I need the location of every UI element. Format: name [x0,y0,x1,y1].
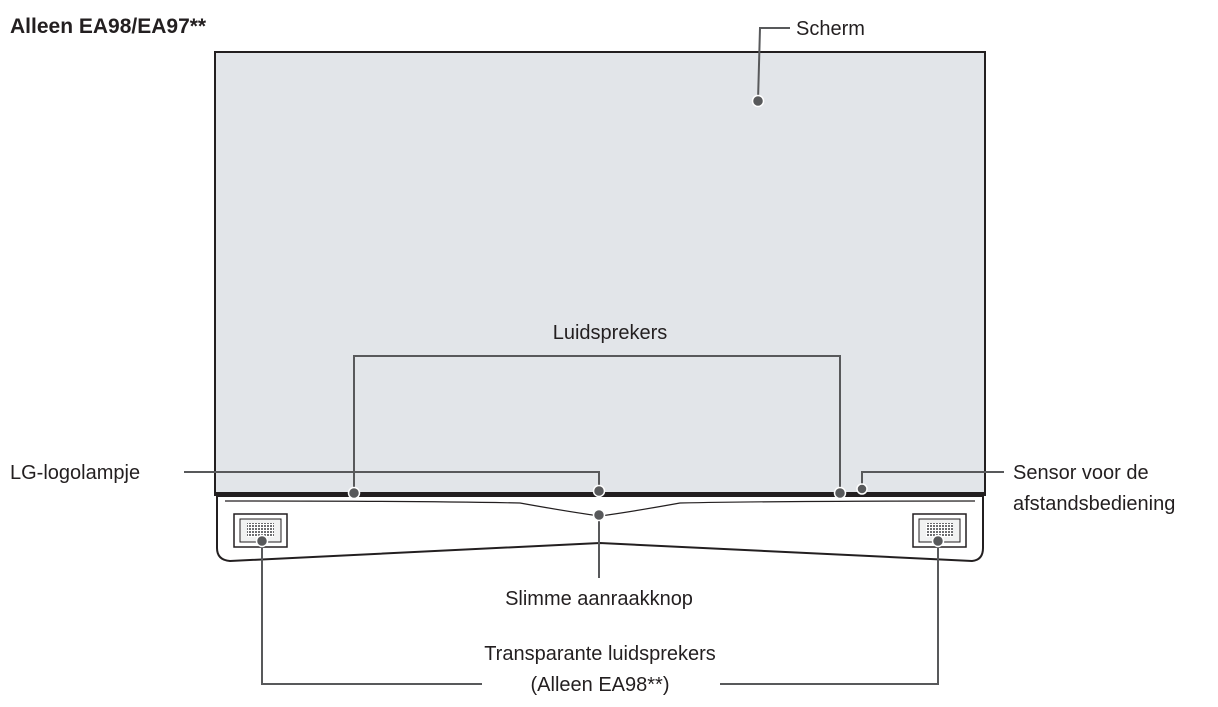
logo-light-callout: LG-logolampje [10,462,606,498]
transparent-speakers-callout: Transparante luidsprekers (Alleen EA98**… [255,534,945,696]
transparent-speakers-label-line1: Transparante luidsprekers [484,643,716,665]
logo-light-label: LG-logolampje [10,462,140,484]
remote-sensor-label-line2: afstandsbediening [1013,493,1175,515]
tv-illustration [214,51,986,563]
remote-sensor-callout: Sensor voor de afstandsbediening [856,462,1175,515]
transparent-speakers-label-line2: (Alleen EA98**) [531,674,670,696]
remote-sensor-label-line1: Sensor voor de [1013,462,1149,484]
touch-button-callout: Slimme aanraakknop [505,508,693,610]
screen-callout: Scherm [751,18,865,108]
speakers-callout: Luidsprekers [347,322,847,500]
touch-button-label: Slimme aanraakknop [505,588,693,610]
diagram-title: Alleen EA98/EA97** [10,15,207,38]
screen-label: Scherm [796,18,865,40]
screen-panel [214,51,986,496]
speakers-label: Luidsprekers [553,322,668,344]
